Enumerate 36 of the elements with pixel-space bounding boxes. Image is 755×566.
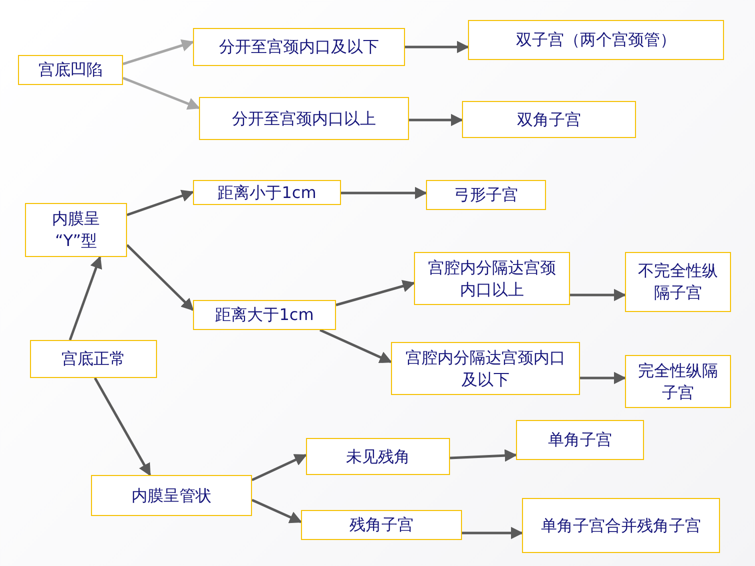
process-box: 宫底正常 bbox=[30, 340, 157, 378]
arrow bbox=[462, 526, 524, 540]
process-box: 宫腔内分隔达宫颈内口及以下 bbox=[391, 342, 580, 395]
arrow bbox=[94, 377, 152, 476]
arrow bbox=[122, 39, 194, 66]
process-box: 宫底凹陷 bbox=[18, 55, 123, 85]
process-box: 宫腔内分隔达宫颈内口以上 bbox=[414, 252, 570, 305]
process-box: 单角子宫 bbox=[516, 420, 644, 460]
process-box: 完全性纵隔子宫 bbox=[625, 355, 731, 408]
arrow bbox=[251, 498, 302, 524]
arrow bbox=[122, 76, 200, 110]
process-box: 距离大于1cm bbox=[193, 300, 336, 330]
process-box: 双角子宫 bbox=[462, 101, 636, 138]
arrow bbox=[409, 114, 464, 126]
arrow bbox=[336, 280, 416, 306]
process-box: 未见残角 bbox=[306, 438, 450, 475]
arrow bbox=[405, 40, 470, 54]
arrow bbox=[68, 256, 102, 340]
process-box: 距离小于1cm bbox=[193, 180, 341, 205]
process-box: 内膜呈管状 bbox=[91, 475, 252, 516]
arrow bbox=[341, 186, 428, 200]
process-box: 残角子宫 bbox=[301, 510, 462, 540]
process-box: 分开至宫颈内口及以下 bbox=[193, 28, 405, 66]
process-box: 单角子宫合并残角子宫 bbox=[522, 498, 720, 553]
process-box: 双子宫（两个宫颈管） bbox=[468, 20, 724, 60]
arrow bbox=[126, 244, 194, 311]
process-box: 不完全性纵隔子宫 bbox=[625, 252, 731, 312]
arrow bbox=[580, 372, 626, 384]
arrow bbox=[126, 190, 194, 216]
arrow bbox=[251, 454, 308, 482]
arrow bbox=[450, 449, 518, 462]
process-box: 弓形子宫 bbox=[426, 180, 546, 210]
arrow bbox=[319, 328, 392, 364]
process-box: 内膜呈 “Y”型 bbox=[25, 203, 127, 257]
arrow bbox=[570, 288, 626, 302]
process-box: 分开至宫颈内口以上 bbox=[199, 97, 409, 140]
